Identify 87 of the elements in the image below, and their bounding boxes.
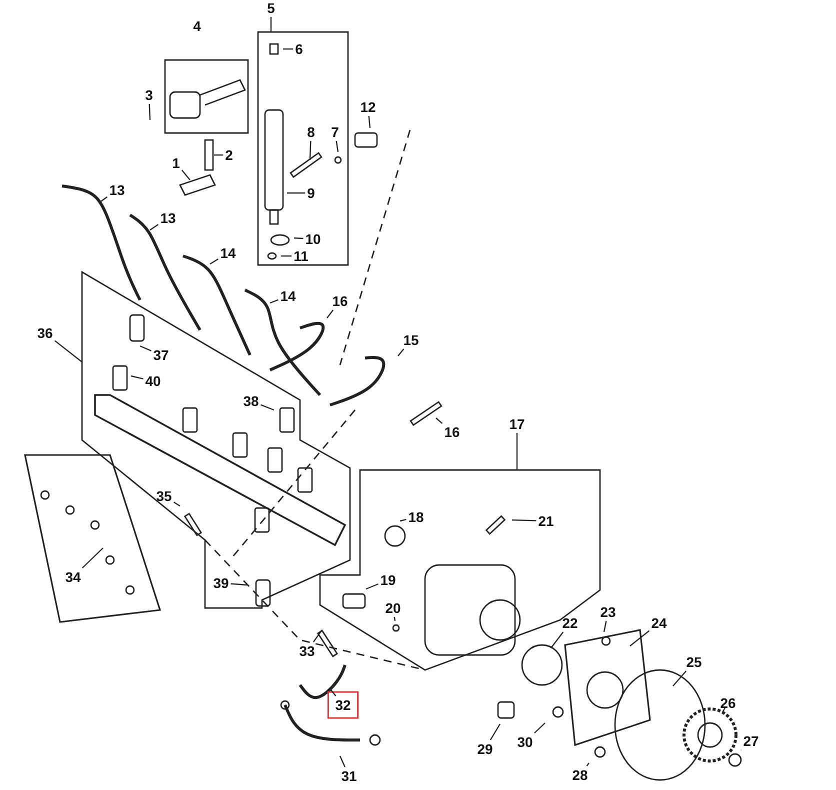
- callout-number: 6: [294, 41, 304, 57]
- callout-number: 19: [379, 572, 397, 588]
- leader-line: [512, 519, 536, 522]
- leader-line: [130, 375, 144, 380]
- callout-number: 13: [159, 210, 177, 226]
- callout-number: 31: [340, 768, 358, 784]
- callout-number: 11: [292, 248, 310, 264]
- callout-number: 22: [561, 615, 579, 631]
- leader-line: [312, 630, 322, 642]
- leader-line: [490, 724, 501, 740]
- leader-line: [181, 170, 190, 180]
- callout-number: 16: [331, 293, 349, 309]
- leader-line: [309, 140, 312, 160]
- assembly-outline: [82, 272, 350, 608]
- leader-line: [516, 433, 518, 470]
- leader-line: [400, 518, 406, 522]
- leader-line: [140, 345, 152, 352]
- callout-number: 5: [266, 0, 276, 16]
- callout-number: 15: [402, 332, 420, 348]
- leader-line: [173, 502, 180, 506]
- callout-number: 3: [144, 87, 154, 103]
- leader-line: [398, 348, 404, 356]
- leader-line: [330, 690, 336, 696]
- leader-line: [534, 722, 546, 734]
- leader-line: [339, 756, 346, 768]
- leader-line: [270, 299, 278, 304]
- leader-line: [270, 17, 272, 32]
- leader-line: [586, 762, 590, 766]
- callout-number: 25: [685, 654, 703, 670]
- callout-number: 36: [36, 325, 54, 341]
- callout-number: 13: [108, 182, 126, 198]
- callout-number: 21: [537, 513, 555, 529]
- callout-number: 4: [192, 18, 202, 34]
- callout-number: 1: [171, 155, 181, 171]
- leader-line: [54, 340, 82, 362]
- leader-line: [436, 418, 443, 424]
- leader-line: [230, 583, 248, 586]
- callout-number: 2: [224, 147, 234, 163]
- assembly-outline: [258, 32, 348, 265]
- leader-line: [148, 104, 151, 120]
- leader-line: [603, 620, 607, 632]
- leader-line: [672, 670, 687, 686]
- callout-number: 32: [334, 697, 352, 713]
- leader-line: [150, 224, 159, 230]
- leader-line: [722, 708, 726, 712]
- leader-line: [326, 310, 334, 318]
- leader-line: [294, 237, 304, 240]
- callout-number: 35: [155, 488, 173, 504]
- leader-line: [281, 255, 292, 257]
- callout-number: 24: [650, 615, 668, 631]
- callout-number: 16: [443, 424, 461, 440]
- callout-number: 30: [516, 734, 534, 750]
- callout-number: 23: [599, 604, 617, 620]
- callout-number: 26: [719, 695, 737, 711]
- callout-number: 33: [298, 643, 316, 659]
- leader-line: [394, 616, 396, 622]
- callout-number: 14: [279, 288, 297, 304]
- leader-line: [210, 258, 219, 265]
- callout-number: 12: [359, 99, 377, 115]
- leader-line: [287, 192, 306, 194]
- leader-line: [336, 140, 339, 152]
- callout-number: 39: [212, 575, 230, 591]
- leader-line: [630, 630, 650, 646]
- leader-line: [366, 583, 378, 590]
- callout-number: 10: [304, 231, 322, 247]
- callout-number: 38: [242, 393, 260, 409]
- leader-line: [82, 548, 104, 568]
- callout-number: 20: [384, 600, 402, 616]
- leader-line: [100, 196, 108, 202]
- callout-number: 37: [152, 347, 170, 363]
- callout-number: 28: [571, 767, 589, 783]
- callout-number: 34: [64, 569, 82, 585]
- callout-number: 8: [306, 124, 316, 140]
- callout-number: 29: [476, 741, 494, 757]
- callout-number: 27: [742, 733, 760, 749]
- callout-number: 14: [219, 245, 237, 261]
- assembly-outline: [320, 470, 600, 670]
- callout-number: 40: [144, 373, 162, 389]
- callout-number: 18: [407, 509, 425, 525]
- leader-line: [214, 154, 224, 156]
- callout-number: 17: [508, 416, 526, 432]
- callout-number: 7: [330, 124, 340, 140]
- leader-line: [260, 404, 274, 411]
- callout-number: 9: [306, 185, 316, 201]
- leader-line: [550, 632, 564, 648]
- leader-line: [283, 48, 294, 50]
- leader-line: [368, 116, 371, 128]
